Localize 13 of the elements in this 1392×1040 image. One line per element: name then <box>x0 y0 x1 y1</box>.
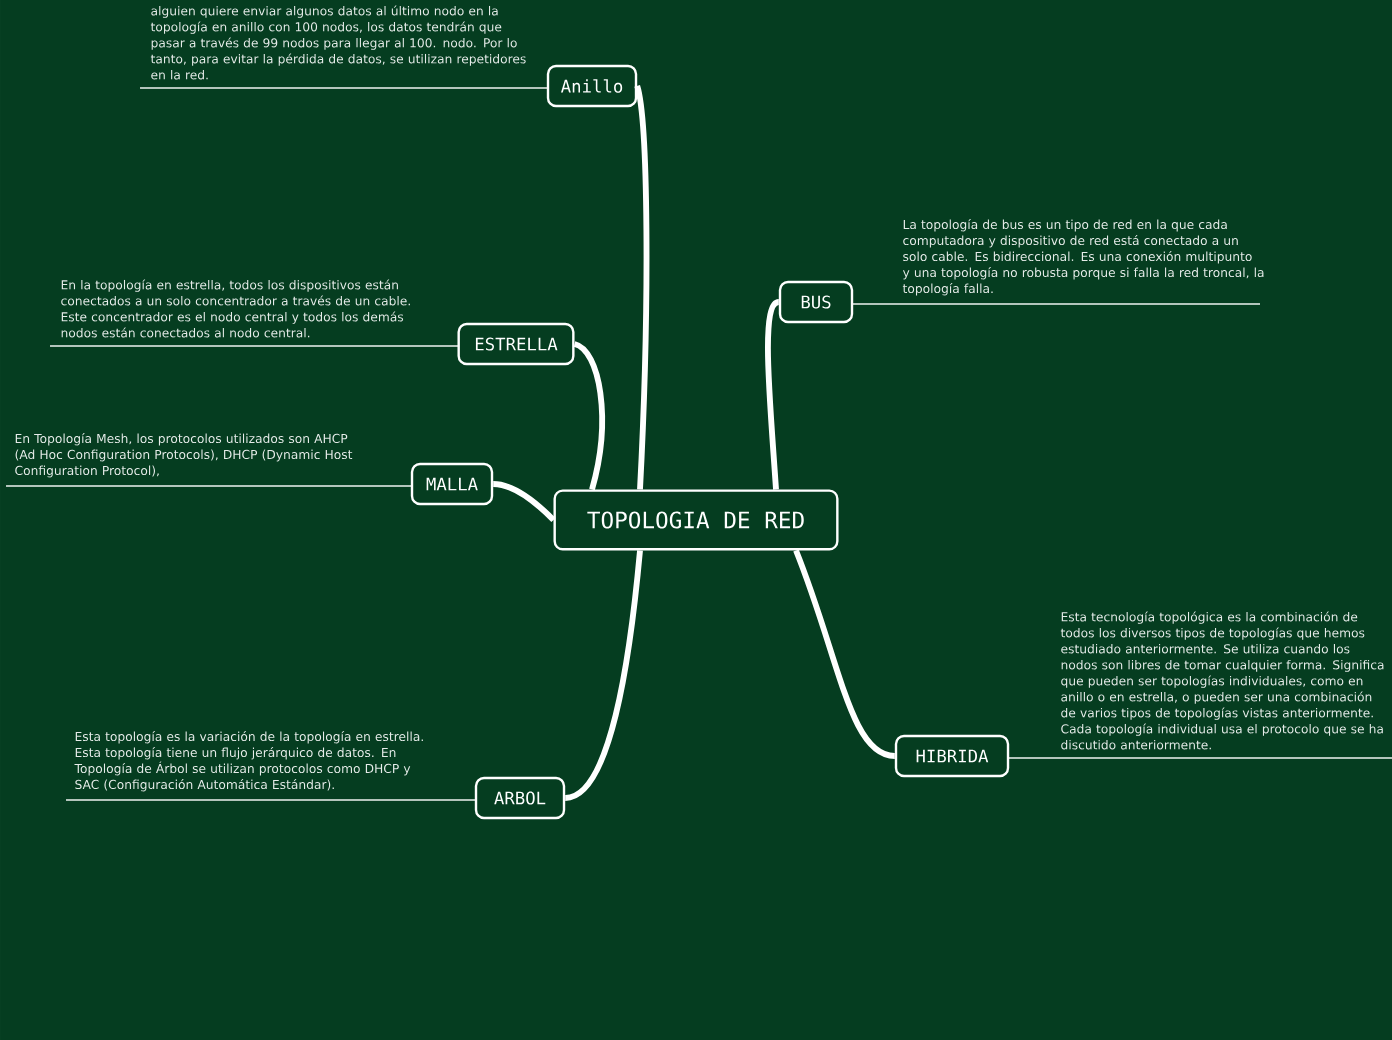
topic-box: Anillo <box>546 64 638 108</box>
branch-line <box>634 85 650 490</box>
branch-line <box>793 549 896 759</box>
topic-box: HIBRIDA <box>894 734 1010 778</box>
branch-line <box>765 299 781 490</box>
topic-box: BUS <box>778 280 854 324</box>
branch-line <box>573 341 605 491</box>
branch-line <box>493 481 556 523</box>
topic-box: ARBOL <box>474 776 566 820</box>
branch-line <box>564 550 643 801</box>
topic-box: ESTRELLA <box>457 322 575 366</box>
topic-box: TOPOLOGIA DE RED <box>553 489 839 551</box>
topic-box: MALLA <box>410 462 494 506</box>
